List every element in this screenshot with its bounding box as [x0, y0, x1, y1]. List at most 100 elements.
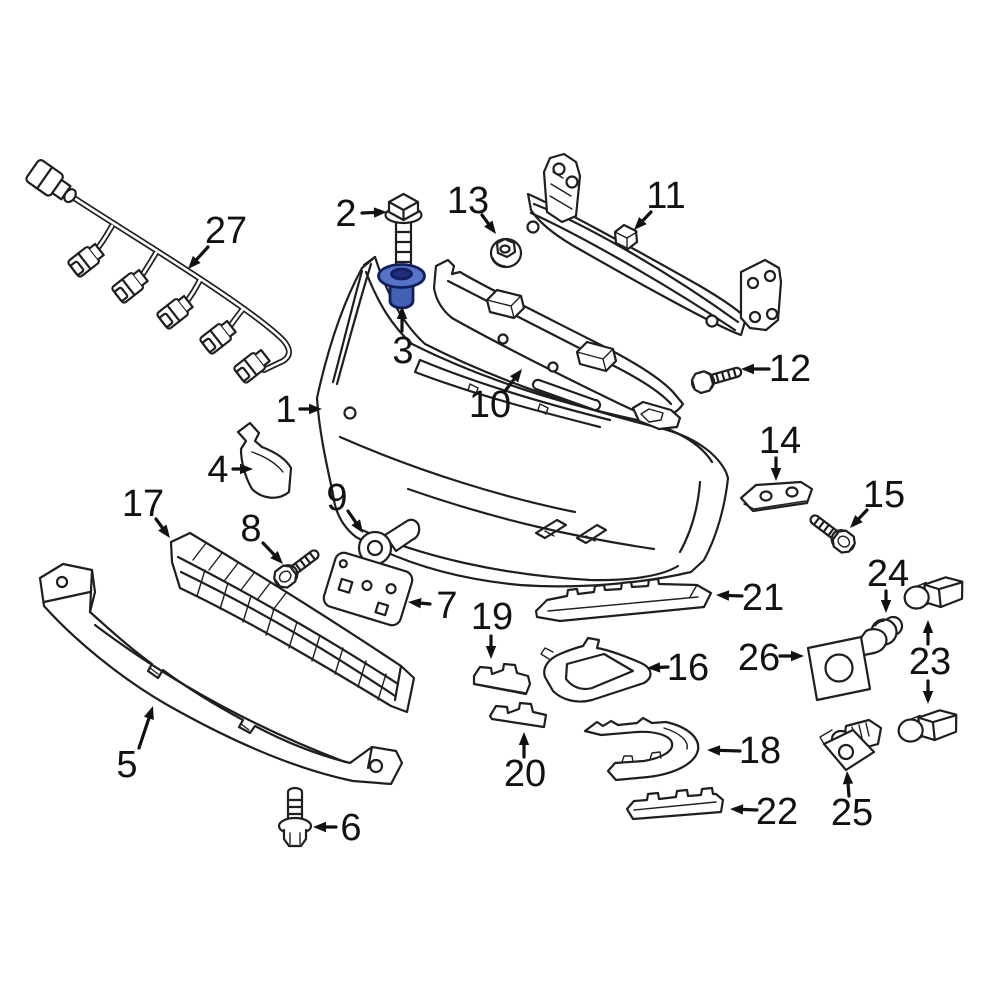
callout-number: 4: [207, 449, 228, 491]
part-5-valance: [38, 562, 404, 786]
callout-arrow-line: [154, 517, 166, 531]
callout-14[interactable]: 14: [759, 420, 801, 481]
callout-number: 14: [759, 420, 801, 462]
callout-arrow-head: [922, 620, 934, 633]
callout-arrow-head: [143, 706, 154, 720]
callout-arrow-head: [373, 207, 387, 218]
callout-arrow-line: [716, 748, 742, 753]
callout-5[interactable]: 5: [116, 706, 154, 786]
callout-9[interactable]: 9: [326, 477, 363, 533]
part-15-screw: [804, 508, 860, 558]
callout-number: 24: [867, 553, 909, 595]
part-21-upper-trim: [534, 577, 713, 623]
callout-arrow-head: [707, 745, 721, 756]
callout-23[interactable]: 23: [909, 620, 951, 704]
callout-arrow-line: [855, 508, 869, 522]
callout-arrow-head: [518, 732, 530, 745]
callout-6[interactable]: 6: [313, 807, 362, 849]
callout-arrow-head: [730, 804, 744, 815]
callout-arrow-line: [739, 807, 759, 812]
callout-number: 9: [326, 477, 347, 519]
part-12-bolt: [690, 366, 743, 395]
callout-2[interactable]: 2: [335, 193, 387, 235]
callout-number: 15: [863, 474, 905, 516]
callout-arrow-head: [922, 691, 934, 704]
callout-18[interactable]: 18: [707, 730, 781, 772]
callout-3[interactable]: 3: [392, 306, 414, 372]
callout-10[interactable]: 10: [469, 369, 522, 426]
part-14-bracket: [739, 480, 814, 513]
callout-26[interactable]: 26: [738, 637, 804, 679]
callout-15[interactable]: 15: [850, 474, 905, 528]
callout-arrow-line: [346, 509, 359, 526]
part-17-grille: [169, 531, 416, 714]
callout-number: 1: [275, 389, 296, 431]
callout-arrow-head: [634, 216, 647, 230]
part-3-grommet[interactable]: [377, 263, 426, 310]
callout-11[interactable]: 11: [634, 175, 686, 230]
callout-16[interactable]: 16: [647, 647, 709, 689]
part-6-bolt: [277, 786, 313, 848]
part-22-lower-strip: [625, 786, 725, 821]
callout-7[interactable]: 7: [408, 585, 458, 627]
callout-arrow-head: [741, 363, 754, 375]
callout-8[interactable]: 8: [240, 508, 283, 564]
callout-arrow-line: [846, 780, 851, 798]
callout-number: 11: [646, 175, 685, 217]
callout-13[interactable]: 13: [447, 180, 496, 234]
part-11-impact-bar: [526, 152, 783, 337]
callout-arrow-head: [716, 590, 730, 601]
callout-number: 12: [769, 348, 811, 390]
callout-number: 6: [340, 807, 361, 849]
callout-24[interactable]: 24: [867, 553, 909, 613]
callout-arrow-head: [313, 821, 326, 833]
callout-arrow-head: [770, 468, 782, 481]
callout-number: 26: [738, 637, 780, 679]
callout-19[interactable]: 19: [471, 596, 513, 659]
callout-number: 17: [122, 483, 164, 525]
callout-arrow-head: [880, 600, 892, 613]
callout-number: 27: [205, 210, 247, 252]
callout-4[interactable]: 4: [207, 449, 253, 491]
callout-21[interactable]: 21: [716, 577, 784, 619]
part-20-clip: [488, 701, 548, 729]
part-18-fog-trim: [583, 716, 700, 782]
callout-number: 8: [240, 508, 261, 550]
callout-arrow-line: [480, 213, 492, 227]
callout-number: 21: [742, 577, 784, 619]
callout-arrow-head: [484, 220, 496, 234]
callout-number: 16: [667, 647, 709, 689]
part-7-license-bracket: [322, 551, 414, 627]
callout-12[interactable]: 12: [741, 348, 811, 390]
callout-number: 10: [469, 384, 511, 426]
callout-arrow-line: [503, 376, 517, 393]
part-19-clip: [472, 662, 532, 696]
callout-number: 7: [436, 585, 457, 627]
callout-arrow-head: [309, 403, 322, 415]
callout-arrow-line: [137, 714, 152, 750]
callout-number: 19: [471, 596, 513, 638]
callout-27[interactable]: 27: [188, 210, 247, 269]
callout-arrow-head: [647, 662, 661, 673]
part-10-absorber: [432, 258, 685, 431]
callout-arrow-head: [188, 255, 201, 269]
callout-arrow-head: [240, 463, 253, 475]
callout-arrow-line: [639, 210, 653, 224]
callout-22[interactable]: 22: [730, 791, 798, 833]
callout-1[interactable]: 1: [275, 389, 322, 431]
part-23-sensor-upper: [901, 574, 966, 612]
callout-number: 5: [116, 744, 137, 786]
part-13-nut: [489, 237, 523, 269]
part-4-tow-hook-cover: [236, 421, 293, 499]
part-16-fog-bezel: [540, 636, 652, 703]
callout-arrow-head: [850, 514, 863, 528]
callout-17[interactable]: 17: [122, 483, 170, 538]
part-25-sensor-bracket: [819, 718, 883, 772]
callout-arrow-head: [842, 771, 854, 785]
callout-20[interactable]: 20: [504, 732, 546, 795]
callout-number: 25: [831, 792, 873, 834]
callout-arrow-head: [351, 519, 363, 533]
callout-25[interactable]: 25: [831, 771, 873, 834]
